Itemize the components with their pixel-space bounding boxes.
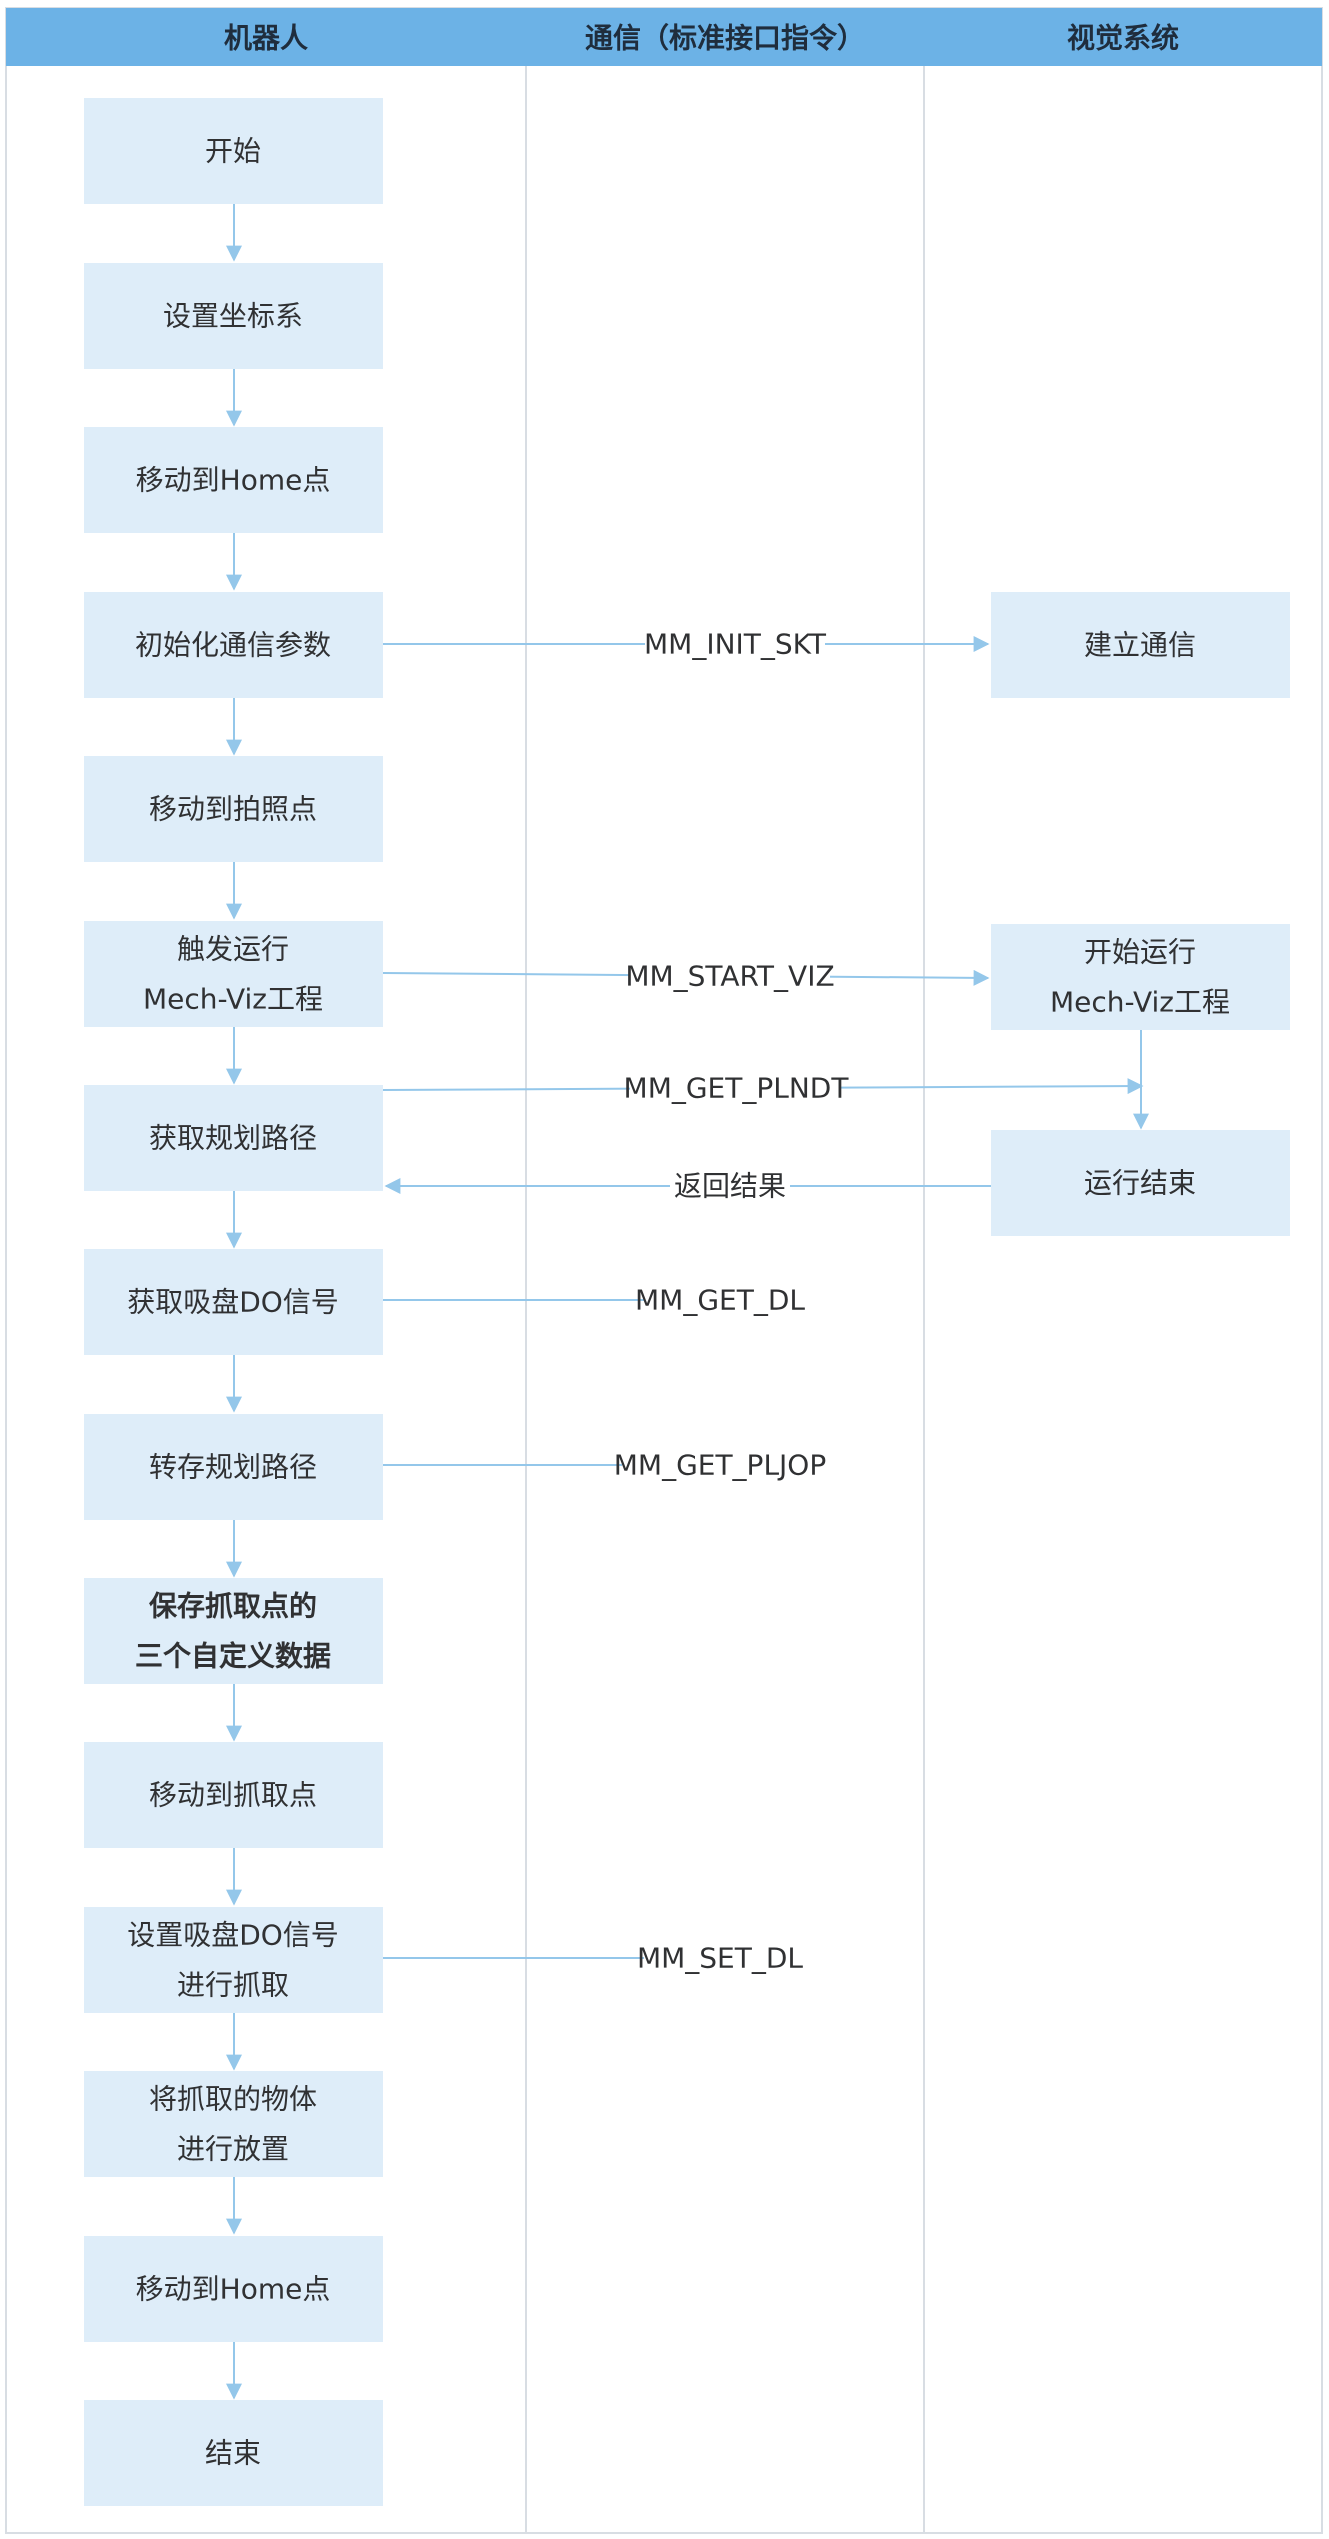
edge-labels: MM_INIT_SKT MM_START_VIZ MM_GET_PLNDT 返回… xyxy=(614,626,850,1975)
node-get-suction-do: 获取吸盘DO信号 xyxy=(84,1249,383,1355)
edge-label: MM_GET_PLNDT xyxy=(624,1072,850,1105)
node-label: 移动到拍照点 xyxy=(149,793,317,826)
node-end: 结束 xyxy=(84,2400,383,2506)
node-run-end: 运行结束 xyxy=(991,1130,1290,1236)
lane-title: 视觉系统 xyxy=(1067,22,1179,55)
node-get-planned-path: 获取规划路径 xyxy=(84,1085,383,1191)
node-save-custom-data: 保存抓取点的 三个自定义数据 xyxy=(84,1578,383,1684)
node-label: Mech-Viz工程 xyxy=(1050,986,1230,1019)
lane-header-robot: 机器人 xyxy=(6,8,526,66)
node-label: 设置坐标系 xyxy=(163,300,303,333)
node-move-to-home-end: 移动到Home点 xyxy=(84,2236,383,2342)
node-label: 结束 xyxy=(205,2437,261,2470)
node-label: 进行放置 xyxy=(177,2133,289,2166)
node-init-comm-params: 初始化通信参数 xyxy=(84,592,383,698)
lane-title: 通信（标准接口指令） xyxy=(585,22,865,55)
node-label: Mech-Viz工程 xyxy=(143,983,323,1016)
node-label: 运行结束 xyxy=(1084,1167,1196,1200)
node-label: 移动到抓取点 xyxy=(149,1779,317,1812)
node-start: 开始 xyxy=(84,98,383,204)
node-label: 三个自定义数据 xyxy=(135,1640,331,1673)
node-place-object: 将抓取的物体 进行放置 xyxy=(84,2071,383,2177)
lane-header-vision-system: 视觉系统 xyxy=(924,8,1322,66)
node-start-mech-viz: 开始运行 Mech-Viz工程 xyxy=(991,924,1290,1030)
node-label: 开始运行 xyxy=(1084,936,1196,969)
node-move-to-home: 移动到Home点 xyxy=(84,427,383,533)
edge-label: 返回结果 xyxy=(674,1170,786,1203)
node-label: 获取规划路径 xyxy=(149,1122,317,1155)
node-label: 将抓取的物体 xyxy=(149,2083,317,2116)
node-set-coordinate-system: 设置坐标系 xyxy=(84,263,383,369)
node-label: 开始 xyxy=(205,135,261,168)
node-label: 转存规划路径 xyxy=(149,1451,317,1484)
node-label: 保存抓取点的 xyxy=(149,1590,317,1623)
node-label: 获取吸盘DO信号 xyxy=(127,1286,339,1319)
node-move-to-photo-point: 移动到拍照点 xyxy=(84,756,383,862)
node-trigger-mech-viz: 触发运行 Mech-Viz工程 xyxy=(84,921,383,1027)
node-dump-planned-path: 转存规划路径 xyxy=(84,1414,383,1520)
lane-title: 机器人 xyxy=(224,22,308,55)
node-set-suction-do: 设置吸盘DO信号 进行抓取 xyxy=(84,1907,383,2013)
node-label: 设置吸盘DO信号 xyxy=(127,1919,339,1952)
node-label: 移动到Home点 xyxy=(136,2273,331,2306)
node-move-to-pick-point: 移动到抓取点 xyxy=(84,1742,383,1848)
node-label: 移动到Home点 xyxy=(136,464,331,497)
edge-label: MM_GET_DL xyxy=(635,1284,805,1317)
node-establish-comm: 建立通信 xyxy=(991,592,1290,698)
edge-label: MM_GET_PLJOP xyxy=(614,1449,826,1482)
edge-label: MM_INIT_SKT xyxy=(644,628,827,661)
node-label: 初始化通信参数 xyxy=(135,629,331,662)
node-label: 建立通信 xyxy=(1084,629,1196,662)
node-label: 触发运行 xyxy=(177,933,289,966)
edge-label: MM_SET_DL xyxy=(637,1942,803,1975)
edge-label: MM_START_VIZ xyxy=(625,960,834,993)
lane-header-communication: 通信（标准接口指令） xyxy=(526,8,924,66)
node-label: 进行抓取 xyxy=(177,1969,289,2002)
